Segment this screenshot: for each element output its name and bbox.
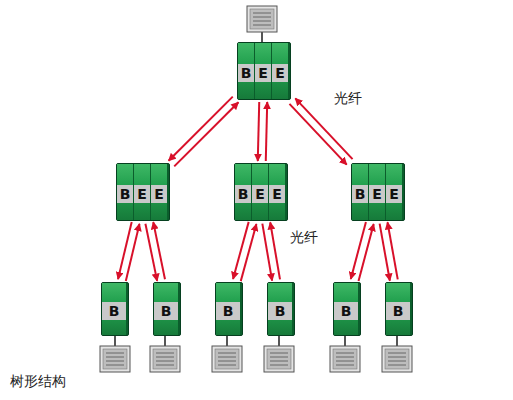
- fiber-arrow: [266, 102, 267, 161]
- fiber-arrow: [351, 222, 366, 279]
- fiber-arrow: [387, 222, 397, 279]
- bus-module: B: [153, 282, 181, 336]
- field-devices: [100, 336, 412, 372]
- fiber-arrow: [270, 222, 280, 279]
- fiber-arrow: [262, 224, 272, 281]
- fiber-arrow: [289, 104, 346, 165]
- module-letter: E: [151, 164, 167, 220]
- fiber-arrow: [258, 102, 259, 161]
- module-letter: B: [268, 283, 292, 335]
- module-letter: B: [216, 283, 240, 335]
- module-letter: E: [369, 164, 385, 220]
- fiber-arrow: [153, 222, 165, 279]
- module-letter: E: [272, 43, 288, 99]
- bus-module: B: [101, 282, 129, 336]
- module-letter: E: [252, 164, 268, 220]
- fiber-arrow: [118, 222, 132, 279]
- module-letter: B: [235, 164, 251, 220]
- device-cable: [261, 32, 263, 42]
- fiber-arrow: [174, 102, 238, 166]
- fiber-arrow: [359, 224, 374, 281]
- coupler-module-group: BEE: [234, 163, 288, 221]
- fiber-label: 光纤: [288, 229, 320, 247]
- bus-module: B: [267, 282, 295, 336]
- plc-device: [247, 6, 277, 32]
- module-letter: B: [154, 283, 178, 335]
- coupler-module-group: BEE: [351, 163, 405, 221]
- module-letter: B: [334, 283, 358, 335]
- fiber-arrow: [233, 222, 249, 279]
- coupler-module-group: BEE: [237, 42, 291, 100]
- fiber-label: 光纤: [332, 90, 364, 108]
- module-letter: B: [352, 164, 368, 220]
- fiber-arrow: [126, 224, 140, 281]
- module-letter: E: [255, 43, 271, 99]
- module-letter: B: [386, 283, 410, 335]
- module-letter: E: [269, 164, 285, 220]
- module-letter: E: [386, 164, 402, 220]
- bus-module: B: [215, 282, 243, 336]
- module-letter: B: [238, 43, 254, 99]
- module-letter: B: [117, 164, 133, 220]
- module-letter: E: [134, 164, 150, 220]
- fiber-arrow: [241, 224, 257, 281]
- diagram-caption: 树形结构: [8, 373, 68, 391]
- bus-module: B: [333, 282, 361, 336]
- module-letter: B: [102, 283, 126, 335]
- fiber-arrow: [169, 97, 233, 161]
- bus-module: B: [385, 282, 413, 336]
- coupler-module-group: BEE: [116, 163, 170, 221]
